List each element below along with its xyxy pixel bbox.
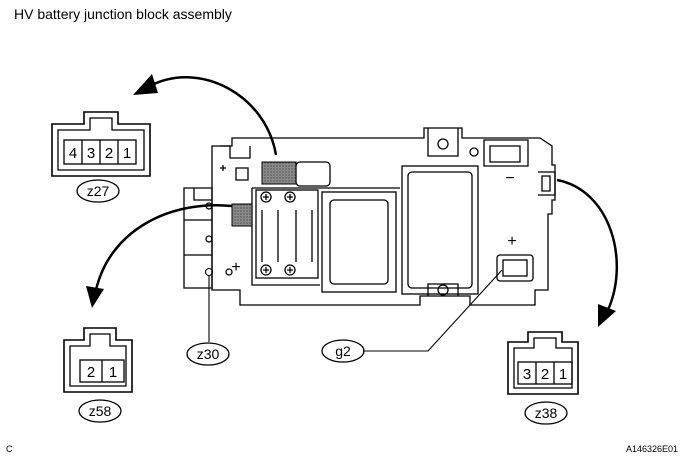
highlighted-connectors: [231, 161, 297, 227]
z38-label-oval: [524, 401, 568, 425]
z30-label-oval: [186, 342, 230, 366]
arrow-head-z38: [598, 304, 616, 327]
z38-pin-1: 3: [523, 366, 531, 383]
z58-label: z58: [89, 403, 112, 419]
z58-connector-hatched: [231, 203, 253, 227]
z38-pin-3: 1: [559, 366, 567, 383]
z38-pin-2: 2: [541, 366, 549, 383]
g2-label: g2: [335, 343, 351, 359]
g2-label-oval: [321, 339, 365, 363]
diagram-title: HV battery junction block assembly: [14, 6, 232, 22]
z27-pin-4: 1: [123, 145, 131, 162]
plus-sign-right: +: [507, 233, 516, 250]
z27-label-oval: [76, 179, 120, 203]
figure-id: A146326E01: [625, 444, 678, 454]
z58-label-oval: [78, 399, 122, 423]
connector-z27: [51, 111, 151, 177]
connector-z58: [63, 327, 133, 393]
arrow-to-z38: [556, 178, 619, 311]
arrow-to-z58: [94, 204, 233, 291]
connector-z38: [507, 331, 579, 395]
minus-sign: −: [505, 170, 514, 187]
z30-label: z30: [197, 346, 220, 362]
arrow-head-z27: [133, 74, 158, 95]
arrow-head-z58: [86, 286, 104, 308]
z27-pin-2: 3: [87, 145, 95, 162]
g2-leader-line: [363, 269, 503, 352]
plus-sign-left: +: [231, 259, 240, 276]
z27-connector-hatched: [261, 161, 297, 185]
corner-code-left: C: [6, 444, 13, 454]
z27-pin-1: 4: [69, 145, 77, 162]
z58-pin-2: 1: [109, 364, 117, 381]
arrow-to-z27: [149, 76, 278, 156]
z58-pin-1: 2: [87, 364, 95, 381]
z30-leader-line: [204, 267, 214, 342]
z27-pin-3: 2: [105, 145, 113, 162]
z27-label: z27: [87, 183, 110, 199]
z38-label: z38: [535, 405, 558, 421]
